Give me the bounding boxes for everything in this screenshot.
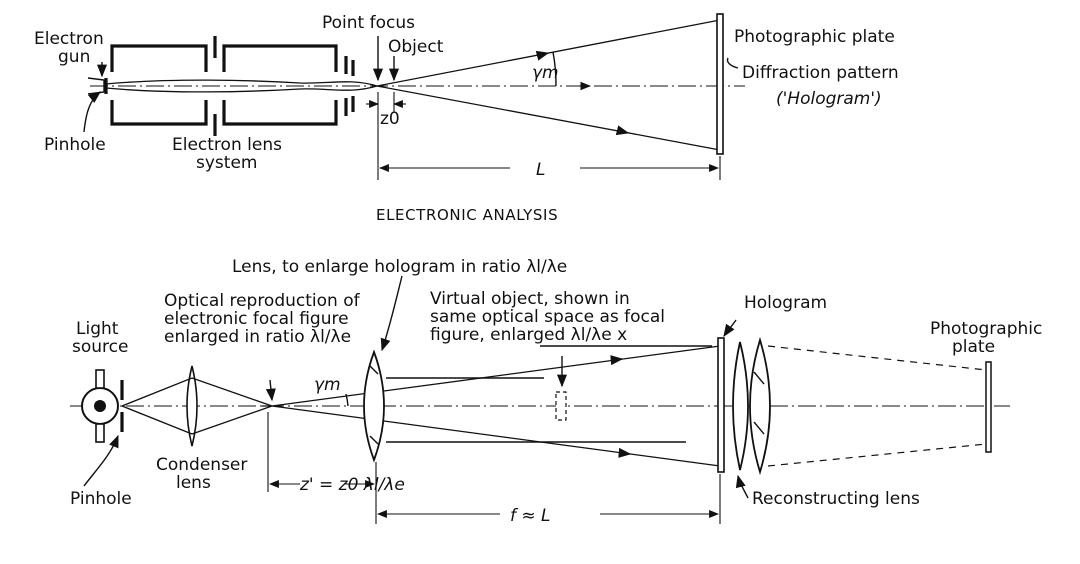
ray-src-down — [121, 405, 193, 435]
beam-lower — [105, 85, 378, 93]
ray-up-arrow — [610, 355, 624, 366]
label-z0: z0 — [380, 109, 400, 129]
label-object: Object — [388, 37, 444, 57]
top-ray-lower — [376, 85, 721, 151]
hologram-plate — [717, 337, 725, 473]
lens2-upper — [222, 44, 338, 72]
reconstructing-lens-2 — [749, 336, 771, 476]
ray-cond-down — [191, 405, 273, 435]
label-hologram: Hologram — [744, 293, 827, 313]
label-light-source-2: source — [72, 337, 128, 357]
label-electron-lens-2: system — [196, 153, 257, 173]
reconstructing-lens-leader — [735, 474, 749, 499]
label-electron-gun-1: Electron — [34, 29, 104, 49]
gamma-arc-bottom — [345, 393, 349, 407]
label-photo-plate-2: plate — [952, 337, 995, 357]
beam-upper — [105, 79, 378, 87]
pinhole-leader-bottom — [83, 434, 119, 487]
bottom-diagram: Lens, to enlarge hologram in ratio λl/λe… — [70, 257, 1042, 526]
light-source-base-bottom — [95, 423, 105, 443]
lens2-lower — [222, 100, 338, 126]
label-virtual-2: same optical space as focal — [430, 307, 665, 327]
label-condenser-2: lens — [176, 473, 211, 493]
label-point-focus: Point focus — [322, 13, 415, 33]
label-reconstructing-lens: Reconstructing lens — [752, 489, 920, 509]
label-photographic-plate-top: Photographic plate — [734, 27, 895, 47]
label-gamma-m-top: γm — [532, 63, 559, 83]
label-light-source-1: Light — [76, 319, 119, 339]
label-condenser-1: Condenser — [156, 455, 247, 475]
label-L: L — [536, 160, 545, 180]
label-f-eq-L: f ≈ L — [510, 506, 551, 526]
label-virtual-1: Virtual object, shown in — [430, 289, 630, 309]
label-hologram-quote: ('Hologram') — [776, 89, 882, 109]
label-pinhole-bottom: Pinhole — [70, 489, 132, 509]
label-optical-repro-2: electronic focal figure — [164, 309, 349, 329]
label-lens-enlarge: Lens, to enlarge hologram in ratio λl/λe — [232, 257, 567, 277]
ray-src-up — [121, 377, 193, 407]
label-photo-plate-1: Photographic — [930, 319, 1042, 339]
light-source-filament — [94, 400, 106, 412]
photographic-plate-top — [716, 13, 724, 155]
label-electron-lens-1: Electron lens — [172, 135, 282, 155]
label-optical-repro-3: enlarged in ratio λl/λe — [164, 327, 351, 347]
gamma-arc-top — [552, 51, 557, 87]
label-z-prime: z' = z0 λl/λe — [299, 475, 405, 495]
light-source-base-top — [95, 369, 105, 389]
enlarging-lens — [363, 349, 385, 463]
ray-down-arrow — [618, 447, 632, 458]
lens1-upper — [110, 44, 208, 72]
dash-ray-lower — [767, 443, 987, 467]
dash-ray-upper — [767, 345, 987, 371]
ray-to-holo-down — [271, 405, 721, 467]
virtual-object — [555, 391, 567, 421]
lens-enlarge-leader — [380, 275, 403, 352]
reconstructing-lens-1 — [732, 341, 749, 471]
hologram-leader — [723, 319, 737, 338]
diffraction-leader — [726, 57, 739, 69]
label-optical-repro-1: Optical reproduction of — [164, 291, 361, 311]
recon-hatch2 — [753, 421, 765, 435]
photographic-plate-bottom — [985, 361, 992, 453]
label-electron-gun-2: gun — [58, 47, 90, 67]
lens1-lower — [110, 100, 208, 126]
label-gamma-m-bottom: γm — [314, 375, 341, 395]
label-virtual-3: figure, enlarged λl/λe x — [430, 325, 627, 345]
label-diffraction-pattern: Diffraction pattern — [742, 63, 899, 83]
recon-hatch1 — [753, 371, 765, 385]
condenser-lens — [186, 365, 198, 447]
section-title: ELECTRONIC ANALYSIS — [376, 206, 558, 224]
top-diagram: Electron gun Pinhole Electron lens syste… — [34, 13, 899, 180]
optical-repro-arrow — [265, 379, 276, 402]
pinhole-leader-top — [83, 91, 101, 133]
enlarging-lens-hatch1 — [369, 365, 379, 375]
enlarging-lens-hatch2 — [369, 435, 379, 445]
ray-cond-up — [191, 377, 273, 407]
top-ray-lower-arrow — [615, 125, 630, 136]
top-ray-upper-arrow — [535, 50, 550, 61]
label-pinhole-top: Pinhole — [44, 135, 106, 155]
